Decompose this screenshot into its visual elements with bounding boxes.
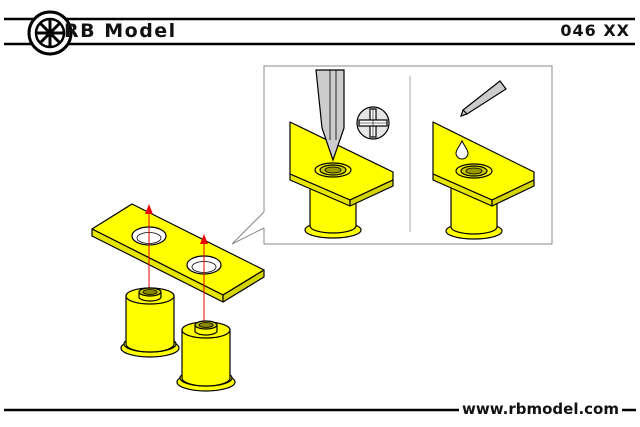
phillips-tip-icon (356, 106, 390, 140)
brand-name: RB Model (64, 20, 177, 42)
detail-callout-frame (231, 65, 553, 245)
detail-step-2 (432, 121, 535, 240)
bushing-right (176, 320, 236, 392)
etched-plate (91, 203, 265, 303)
rb-logo-wheel-icon (27, 10, 73, 56)
bushing-left (120, 287, 180, 358)
product-code: 046 XX (560, 21, 630, 40)
website-link[interactable]: www.rbmodel.com (459, 400, 622, 418)
assembly-arrows (145, 204, 208, 322)
detail-step-1 (289, 121, 394, 239)
glue-applicator-icon (460, 80, 507, 117)
screwdriver-icon (315, 69, 345, 162)
glue-drop-icon (455, 139, 469, 160)
